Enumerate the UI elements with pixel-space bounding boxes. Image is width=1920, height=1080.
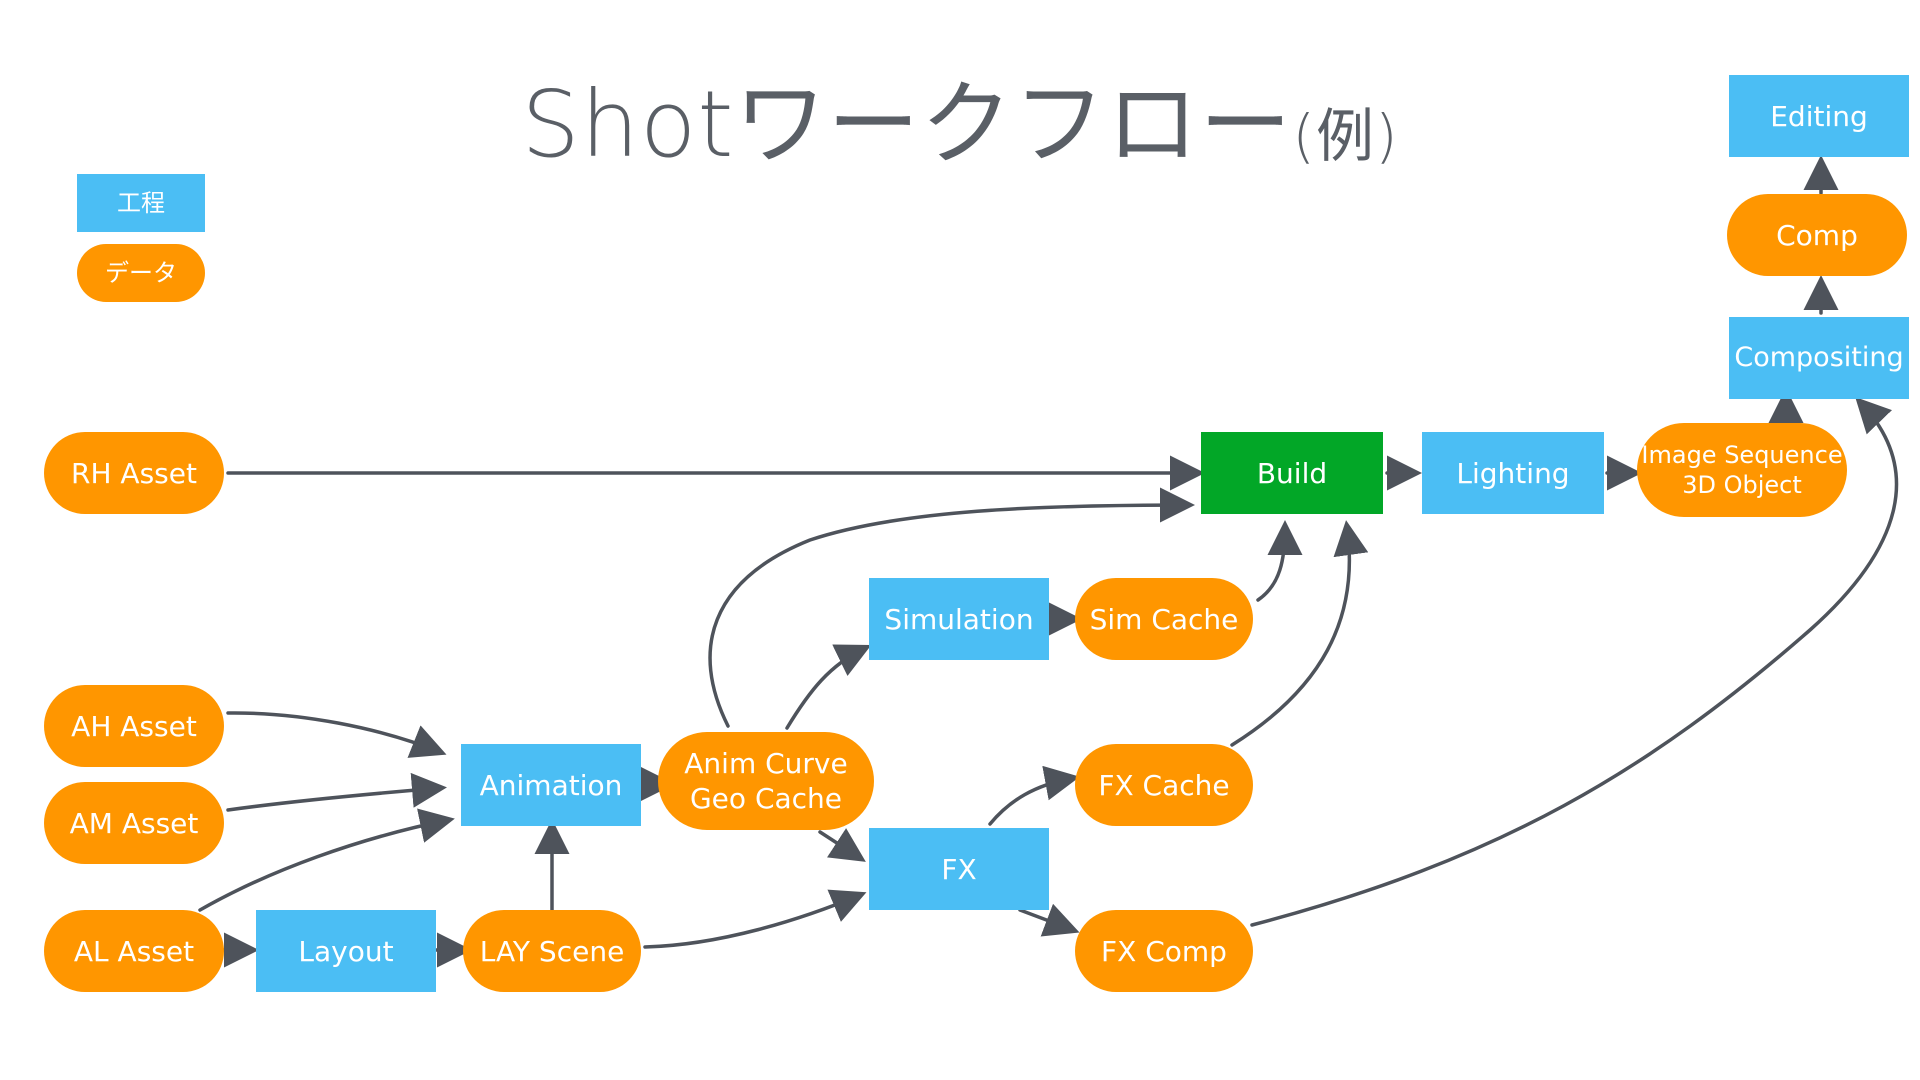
node-fx-comp: FX Comp — [1075, 910, 1253, 992]
arrow-fx-fxcache — [988, 765, 1080, 826]
arrow-am-animation — [226, 772, 447, 812]
node-am-asset: AM Asset — [44, 782, 224, 864]
node-fx: FX — [869, 828, 1049, 910]
arrow-layscene-fx — [643, 889, 867, 949]
node-fx-cache: FX Cache — [1075, 744, 1253, 826]
arrow-animcurve-simulation — [785, 644, 872, 730]
page-title: Shotワークフロー(例) — [0, 50, 1920, 183]
node-layout: Layout — [256, 910, 436, 992]
arrow-ah-animation — [226, 711, 447, 758]
node-anim-curve-line2: Geo Cache — [689, 782, 843, 815]
node-animation: Animation — [461, 744, 641, 826]
node-image-seq-line2: 3D Object — [1682, 471, 1802, 499]
node-rh-asset: RH Asset — [44, 432, 224, 514]
arrow-fx-fxcomp — [1018, 903, 1080, 937]
arrow-fxcache-build — [1230, 520, 1369, 747]
node-editing: Editing — [1729, 75, 1909, 157]
node-al-asset: AL Asset — [44, 910, 224, 992]
node-lay-scene: LAY Scene — [463, 910, 641, 992]
title-main: Shotワークフロー — [521, 71, 1293, 178]
node-sim-cache: Sim Cache — [1075, 578, 1253, 660]
title-suffix: (例) — [1292, 102, 1399, 170]
arrow-simcache-build — [1256, 520, 1303, 602]
arrow-animcurve-fx — [818, 828, 866, 862]
node-image-seq-line1: Image Sequence — [1641, 441, 1843, 469]
node-build: Build — [1201, 432, 1383, 514]
legend-process: 工程 — [77, 174, 205, 232]
node-compositing: Compositing — [1729, 317, 1909, 399]
node-comp: Comp — [1727, 194, 1907, 276]
node-ah-asset: AH Asset — [44, 685, 224, 767]
arrow-animcurve-build — [708, 487, 1195, 728]
arrow-al-animation — [198, 808, 455, 912]
node-lighting: Lighting — [1422, 432, 1604, 514]
node-simulation: Simulation — [869, 578, 1049, 660]
legend-data: データ — [77, 244, 205, 302]
arrow-fxcomp-compositing — [1250, 396, 1899, 927]
node-anim-curve-line1: Anim Curve — [684, 747, 848, 780]
